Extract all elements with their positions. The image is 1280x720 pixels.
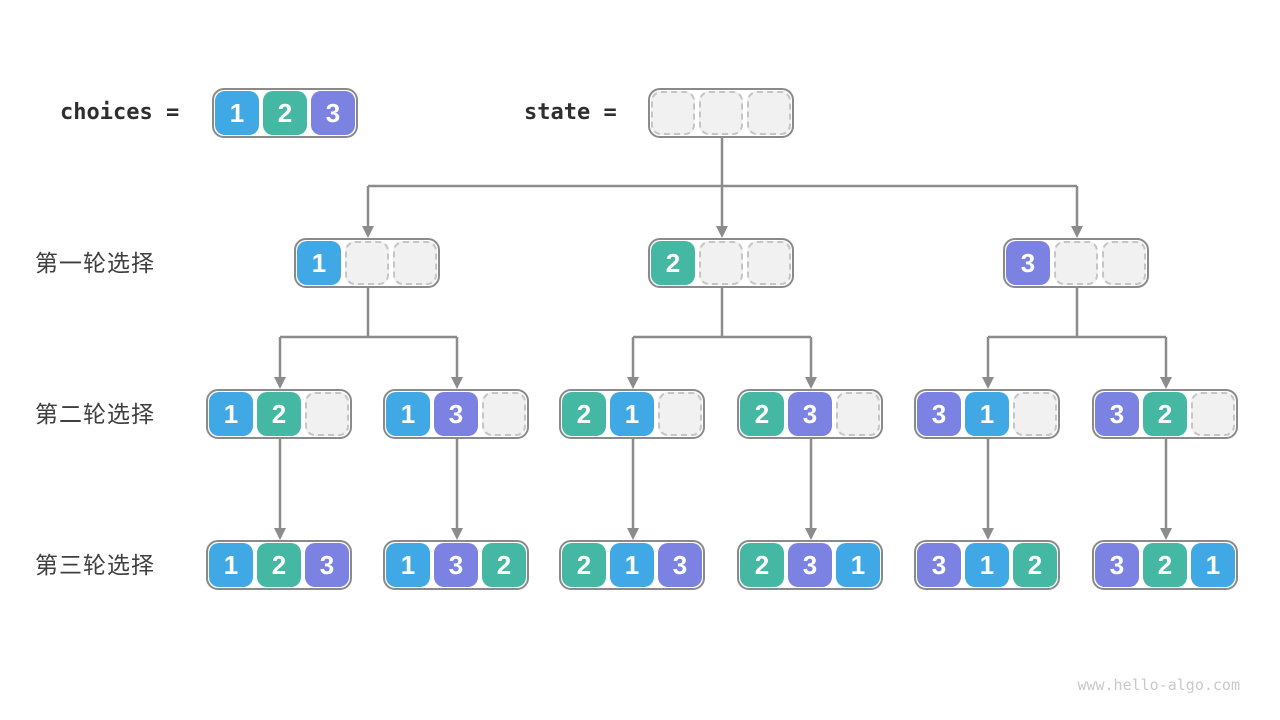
empty-cell <box>1102 241 1146 285</box>
empty-cell <box>1191 392 1235 436</box>
arrowheads <box>274 226 1172 540</box>
value-cell-1: 1 <box>610 543 654 587</box>
empty-cell <box>651 91 695 135</box>
value-cell-3: 3 <box>1095 392 1139 436</box>
value-cell-1: 1 <box>215 91 259 135</box>
value-cell-2: 2 <box>257 392 301 436</box>
empty-cell <box>699 91 743 135</box>
choices-label: choices = <box>60 100 180 125</box>
empty-cell <box>482 392 526 436</box>
value-cell-3: 3 <box>305 543 349 587</box>
value-cell-3: 3 <box>1095 543 1139 587</box>
state-label: state = <box>524 100 617 125</box>
value-cell-1: 1 <box>965 392 1009 436</box>
value-cell-2: 2 <box>651 241 695 285</box>
value-cell-1: 1 <box>386 543 430 587</box>
empty-cell <box>747 241 791 285</box>
value-cell-2: 2 <box>740 543 784 587</box>
value-cell-3: 3 <box>788 543 832 587</box>
value-cell-1: 1 <box>1191 543 1235 587</box>
value-cell-3: 3 <box>917 543 961 587</box>
value-cell-2: 2 <box>1013 543 1057 587</box>
value-cell-3: 3 <box>1006 241 1050 285</box>
value-cell-2: 2 <box>257 543 301 587</box>
value-cell-3: 3 <box>311 91 355 135</box>
value-cell-1: 1 <box>297 241 341 285</box>
value-cell-3: 3 <box>434 392 478 436</box>
connector-lines <box>278 138 1168 529</box>
empty-cell <box>836 392 880 436</box>
value-cell-3: 3 <box>434 543 478 587</box>
value-cell-1: 1 <box>965 543 1009 587</box>
value-cell-2: 2 <box>263 91 307 135</box>
value-cell-1: 1 <box>610 392 654 436</box>
value-cell-1: 1 <box>386 392 430 436</box>
empty-cell <box>393 241 437 285</box>
round-3-label: 第三轮选择 <box>35 552 155 578</box>
empty-cell <box>345 241 389 285</box>
value-cell-2: 2 <box>562 543 606 587</box>
value-cell-3: 3 <box>917 392 961 436</box>
value-cell-2: 2 <box>1143 543 1187 587</box>
state-array <box>648 88 794 138</box>
value-cell-1: 1 <box>209 392 253 436</box>
value-cell-3: 3 <box>658 543 702 587</box>
round-1-label: 第一轮选择 <box>35 250 155 276</box>
empty-cell <box>305 392 349 436</box>
empty-cell <box>747 91 791 135</box>
round-2-label: 第二轮选择 <box>35 401 155 427</box>
value-cell-2: 2 <box>482 543 526 587</box>
watermark: www.hello-algo.com <box>1077 676 1240 694</box>
empty-cell <box>1054 241 1098 285</box>
empty-cell <box>658 392 702 436</box>
empty-cell <box>1013 392 1057 436</box>
state-node-r1-2: 2 <box>648 238 794 288</box>
empty-cell <box>699 241 743 285</box>
value-cell-1: 1 <box>836 543 880 587</box>
state-node-r1-1: 1 <box>294 238 440 288</box>
value-cell-3: 3 <box>788 392 832 436</box>
state-node-r1-3: 3 <box>1003 238 1149 288</box>
value-cell-2: 2 <box>740 392 784 436</box>
value-cell-2: 2 <box>562 392 606 436</box>
value-cell-1: 1 <box>209 543 253 587</box>
value-cell-2: 2 <box>1143 392 1187 436</box>
